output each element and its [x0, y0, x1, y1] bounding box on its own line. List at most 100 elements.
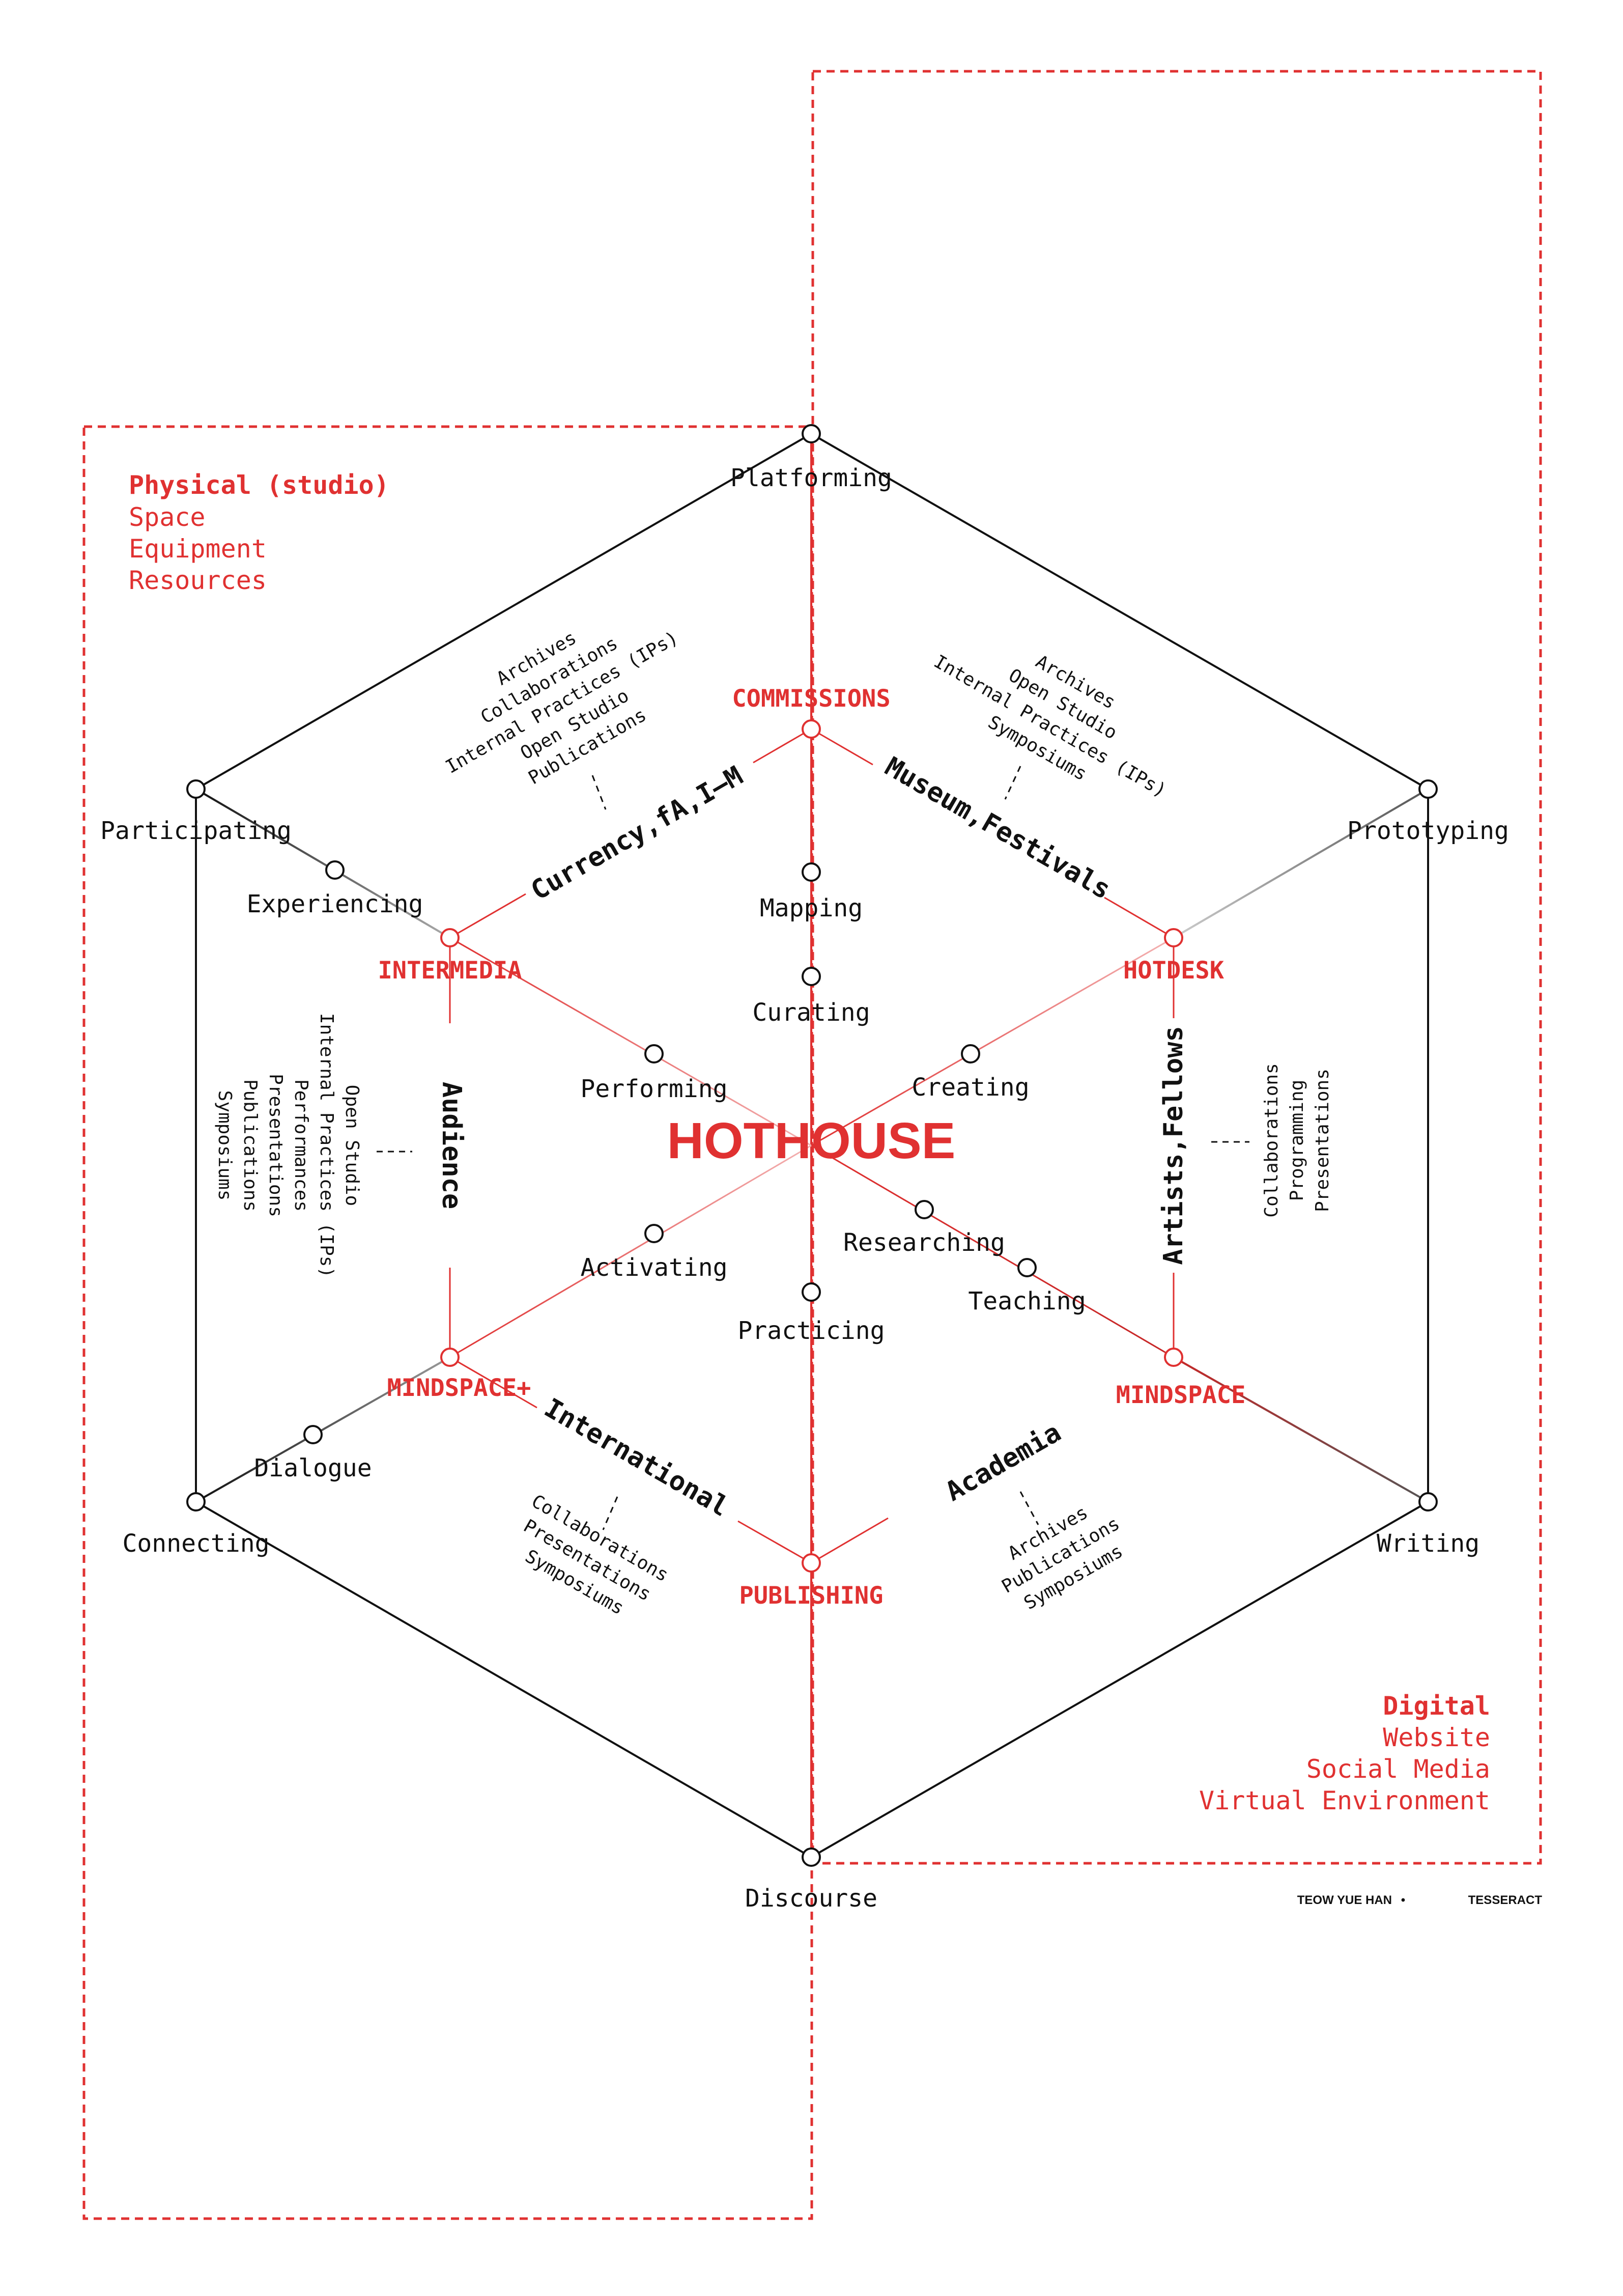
- node-writing-circle[interactable]: [1418, 1492, 1438, 1511]
- node-mapping-circle[interactable]: [802, 862, 821, 882]
- node-practicing-circle[interactable]: [802, 1282, 821, 1302]
- note-item: Collaborations: [1261, 1063, 1282, 1217]
- connector-bottom-left: [602, 1496, 618, 1530]
- connector-top-left: [591, 775, 607, 810]
- note-item: Symposiums: [214, 1090, 235, 1201]
- hub-commissions-circle[interactable]: [802, 719, 821, 739]
- edge-top-right-line-a: [811, 728, 873, 766]
- node-participating-circle[interactable]: [186, 779, 206, 799]
- edge-label-international: International: [539, 1393, 733, 1523]
- label-mindspace: MINDSPACE: [1116, 1381, 1246, 1409]
- hub-intermedia-circle[interactable]: [440, 928, 460, 947]
- node-creating-circle[interactable]: [961, 1044, 980, 1063]
- spoke-lower-right: [1173, 1356, 1429, 1503]
- diagonal-upper-right: [811, 937, 1174, 1146]
- node-curating-circle[interactable]: [802, 967, 821, 986]
- node-teaching-circle[interactable]: [1017, 1258, 1037, 1277]
- node-performing-circle[interactable]: [644, 1044, 664, 1063]
- label-researching: Researching: [843, 1228, 1005, 1257]
- hub-mindspace-plus-circle[interactable]: [440, 1348, 460, 1367]
- edge-top-right-line-b: [1104, 897, 1174, 939]
- notes-right: Collaborations Programming Presentations: [1261, 1063, 1333, 1217]
- spoke-upper-right: [1173, 788, 1429, 939]
- note-item: Programming: [1287, 1080, 1307, 1201]
- label-mindspace-plus: MINDSPACE+: [387, 1374, 531, 1402]
- digital-zone-item: Social Media: [1306, 1754, 1490, 1784]
- label-performing: Performing: [581, 1075, 728, 1103]
- label-commissions: COMMISSIONS: [732, 685, 890, 713]
- label-platforming: Platforming: [730, 464, 892, 492]
- label-publishing: PUBLISHING: [739, 1582, 884, 1610]
- label-participating: Participating: [100, 817, 292, 845]
- label-teaching: Teaching: [968, 1287, 1086, 1315]
- digital-zone-legend: Digital Website Social Media Virtual Env…: [1199, 1691, 1490, 1815]
- node-experiencing-circle[interactable]: [325, 860, 345, 880]
- edge-bottom-left-line-a: [449, 1356, 537, 1409]
- credit-project: TESSERACT: [1468, 1893, 1543, 1907]
- node-researching-circle[interactable]: [915, 1200, 934, 1219]
- note-item: Presentations: [1312, 1069, 1333, 1212]
- connector-top-right: [1004, 766, 1021, 800]
- physical-zone-title: Physical (studio): [129, 470, 389, 500]
- note-item: Open Studio: [341, 1085, 362, 1206]
- physical-zone-item: Resources: [129, 566, 267, 595]
- edge-label-currency: Currency,fA,I–M: [526, 761, 748, 907]
- hub-hotdesk-circle[interactable]: [1164, 928, 1183, 947]
- spoke-lower-left: [195, 1356, 450, 1503]
- label-experiencing: Experiencing: [247, 890, 423, 918]
- hub-mindspace-circle[interactable]: [1164, 1348, 1183, 1367]
- diagonal-lower-right: [811, 1144, 1174, 1358]
- note-item: Presentations: [265, 1074, 286, 1217]
- notes-left: Open Studio Internal Practices (IPs) Per…: [214, 1013, 362, 1278]
- credit-separator: •: [1401, 1893, 1405, 1907]
- credit-author: TEOW YUE HAN: [1297, 1893, 1392, 1907]
- edge-bottom-right-stub: [811, 1517, 889, 1564]
- edge-bottom-left-line-b: [737, 1520, 812, 1564]
- label-mapping: Mapping: [760, 894, 863, 922]
- spoke-upper-left: [195, 788, 451, 939]
- label-curating: Curating: [752, 998, 870, 1027]
- physical-zone-item: Space: [129, 502, 206, 532]
- node-dialogue-circle[interactable]: [303, 1425, 323, 1444]
- physical-zone-box: [82, 425, 813, 2220]
- diagonal-upper-left: [449, 937, 812, 1146]
- edge-label-artists: Artists,Fellows: [1158, 1026, 1189, 1265]
- digital-zone-title: Digital: [1383, 1691, 1490, 1721]
- label-connecting: Connecting: [123, 1529, 270, 1558]
- label-prototyping: Prototyping: [1347, 817, 1509, 845]
- label-creating: Creating: [912, 1073, 1029, 1102]
- digital-zone-item: Website: [1383, 1723, 1490, 1752]
- label-intermedia: INTERMEDIA: [378, 957, 522, 985]
- node-platforming-circle[interactable]: [802, 424, 821, 443]
- hub-publishing-circle[interactable]: [802, 1553, 821, 1573]
- edge-label-academia: Academia: [941, 1417, 1066, 1507]
- notes-bottom-left: Collaborations Presentations Symposiums: [520, 1491, 672, 1619]
- label-practicing: Practicing: [738, 1317, 885, 1345]
- note-item: Performances: [291, 1079, 311, 1212]
- node-connecting-circle[interactable]: [186, 1492, 206, 1511]
- label-hotdesk: HOTDESK: [1123, 957, 1225, 985]
- center-title: HOTHOUSE: [667, 1112, 956, 1169]
- notes-bottom-right: Archives Publications Symposiums: [998, 1502, 1126, 1614]
- credit: TEOW YUE HAN • TESSERACT: [1297, 1893, 1543, 1907]
- connector-bottom-right: [1019, 1491, 1039, 1525]
- edge-top-left-line-a: [753, 728, 812, 764]
- label-dialogue: Dialogue: [254, 1454, 372, 1482]
- node-prototyping-circle[interactable]: [1418, 779, 1438, 799]
- digital-zone-item: Virtual Environment: [1199, 1786, 1490, 1815]
- label-activating: Activating: [581, 1253, 728, 1282]
- label-writing: Writing: [1377, 1529, 1479, 1558]
- diagonal-lower-left: [449, 1144, 812, 1358]
- node-discourse-circle[interactable]: [802, 1847, 821, 1867]
- note-item: Publications: [240, 1079, 261, 1212]
- physical-zone-item: Equipment: [129, 534, 267, 564]
- physical-zone-legend: Physical (studio) Space Equipment Resour…: [129, 470, 389, 595]
- label-discourse: Discourse: [745, 1884, 877, 1913]
- edge-label-audience: Audience: [436, 1082, 467, 1209]
- edge-top-left-line-b: [449, 893, 526, 939]
- notes-top-left: Archives Collaborations Internal Practic…: [442, 627, 682, 789]
- node-activating-circle[interactable]: [644, 1224, 664, 1243]
- note-item: Internal Practices (IPs): [316, 1013, 337, 1278]
